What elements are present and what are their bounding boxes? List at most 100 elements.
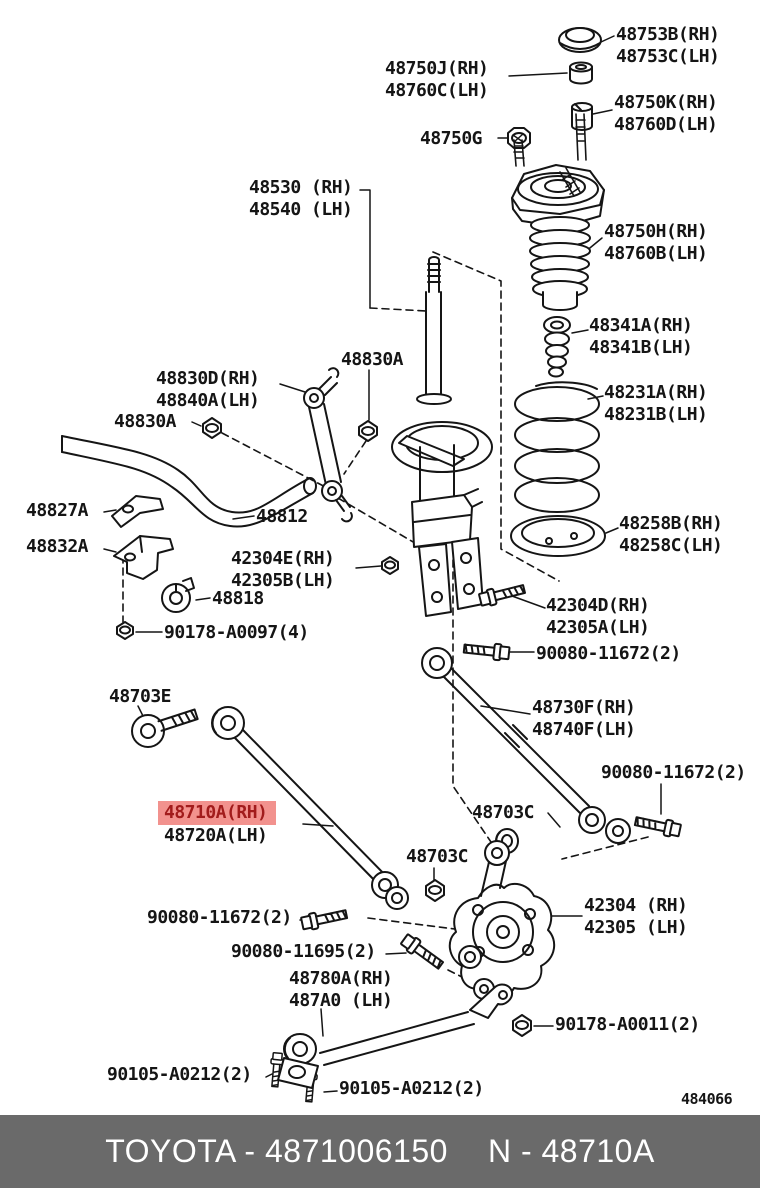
part-label-48530[interactable]: 48530 (RH)48540 (LH) (249, 177, 353, 221)
part-label-line: 42305 (LH) (584, 917, 688, 938)
bolt-11672-right-art (633, 816, 682, 838)
stabilizer-bracket1-art (111, 495, 164, 528)
part-label-line: 48730F(RH) (532, 697, 636, 718)
part-label-90178-A0011[interactable]: 90178-A0011(2) (555, 1014, 700, 1036)
part-label-line: 48540 (LH) (249, 199, 353, 220)
part-label-line: 48832A (26, 536, 89, 557)
part-label-line: 90080-11672(2) (536, 643, 681, 664)
part-label-48231A[interactable]: 48231A(RH)48231B(LH) (604, 382, 708, 426)
part-label-90105-A0212-b[interactable]: 90105-A0212(2) (339, 1078, 484, 1100)
alignment-dashed-lines (122, 251, 649, 981)
part-label-line: 48703E (109, 686, 172, 707)
part-label-line: 48703C (406, 846, 469, 867)
part-label-48830A-mid[interactable]: 48830A (341, 349, 404, 371)
suspension-support-art (511, 113, 605, 228)
part-label-line: 90105-A0212(2) (107, 1064, 252, 1085)
part-label-line: 42304D(RH) (546, 595, 650, 616)
part-label-line: 90080-11695(2) (231, 941, 376, 962)
part-label-48753[interactable]: 48753B(RH)48753C(LH) (616, 24, 720, 68)
part-label-90080-11672-c[interactable]: 90080-11672(2) (147, 907, 292, 929)
part-label-48832A[interactable]: 48832A (26, 536, 89, 558)
part-label-line: 90105-A0212(2) (339, 1078, 484, 1099)
part-label-line: 48750K(RH) (614, 92, 718, 113)
part-label-90080-11695[interactable]: 90080-11695(2) (231, 941, 376, 963)
part-label-line: 42304 (RH) (584, 895, 688, 916)
part-label-48750K[interactable]: 48750K(RH)48760D(LH) (614, 92, 718, 136)
part-label-90178-A0097[interactable]: 90178-A0097(4) (164, 622, 309, 644)
support-nut-art (569, 61, 593, 85)
part-label-line: 48720A(LH) (164, 825, 268, 846)
part-label-42304D[interactable]: 42304D(RH)42305A(LH) (546, 595, 650, 639)
part-label-48750G[interactable]: 48750G (420, 128, 483, 150)
part-label-line: 48753C(LH) (616, 46, 720, 67)
strut-rod-art (277, 983, 514, 1089)
part-label-line: 42305B(LH) (231, 570, 335, 591)
part-label-line: 48753B(RH) (616, 24, 720, 45)
shock-absorber-art (391, 256, 493, 617)
part-label-48703C-a[interactable]: 48703C (472, 802, 535, 824)
part-label-48830D[interactable]: 48830D(RH)48840A(LH) (156, 368, 260, 412)
footer-bar: TOYOTA - 4871006150 N - 48710A (0, 1115, 760, 1188)
part-label-48341A[interactable]: 48341A(RH)48341B(LH) (589, 315, 693, 359)
part-label-line: 90080-11672(2) (601, 762, 746, 783)
part-label-48750H[interactable]: 48750H(RH)48760B(LH) (604, 221, 708, 265)
part-label-line: 48341A(RH) (589, 315, 693, 336)
part-label-line: 48258C(LH) (619, 535, 723, 556)
mount-cap-art (558, 27, 602, 53)
strut-bolt-42304D-art (478, 584, 526, 607)
stabilizer-bracket2-art (113, 535, 174, 580)
footer-catalog-code: TOYOTA - 4871006150 (105, 1133, 448, 1169)
stabilizer-bushing-art (161, 577, 195, 613)
part-label-90080-11672-b[interactable]: 90080-11672(2) (601, 762, 746, 784)
part-label-line: 48818 (212, 588, 264, 609)
part-label-48703C-b[interactable]: 48703C (406, 846, 469, 868)
bolt-11672-upper-art (462, 642, 511, 662)
nut-48703C-art (425, 879, 445, 902)
part-label-90080-11672-a[interactable]: 90080-11672(2) (536, 643, 681, 665)
part-label-line: 48750H(RH) (604, 221, 708, 242)
lateral-rod-lower-art (211, 706, 409, 910)
part-label-line: 48231A(RH) (604, 382, 708, 403)
part-label-line: 48760D(LH) (614, 114, 718, 135)
part-label-line: 48530 (RH) (249, 177, 353, 198)
part-label-line: 48827A (26, 500, 89, 521)
part-label-90105-A0212-a[interactable]: 90105-A0212(2) (107, 1064, 252, 1086)
part-label-line: 90178-A0097(4) (164, 622, 309, 643)
part-label-42304E[interactable]: 42304E(RH)42305B(LH) (231, 548, 335, 592)
part-label-48750J[interactable]: 48750J(RH)48760C(LH) (385, 58, 489, 102)
strut-nut-art (381, 556, 399, 575)
part-label-line: 48341B(LH) (589, 337, 693, 358)
coil-spring-art (514, 381, 600, 513)
part-label-48818[interactable]: 48818 (212, 588, 264, 610)
part-label-48830A-left[interactable]: 48830A (114, 411, 177, 433)
part-label-line: 90178-A0011(2) (555, 1014, 700, 1035)
part-label-line: 48760B(LH) (604, 243, 708, 264)
part-label-line: 42304E(RH) (231, 548, 335, 569)
part-label-line: 48740F(LH) (532, 719, 636, 740)
footer-part-code: N - 48710A (487, 1133, 655, 1169)
part-label-line: 48258B(RH) (619, 513, 723, 534)
lateral-rod-upper-art (421, 647, 631, 844)
part-label-line: 48760C(LH) (385, 80, 489, 101)
part-label-48710A[interactable]: 48710A(RH)48720A(LH) (158, 801, 277, 847)
bracket-nut-art (116, 621, 134, 640)
dust-cover-art (529, 216, 591, 311)
part-label-48812[interactable]: 48812 (256, 506, 308, 528)
part-label-48780A[interactable]: 48780A(RH)487A0 (LH) (289, 968, 393, 1012)
part-label-48703E[interactable]: 48703E (109, 686, 172, 708)
spring-insulator-art (510, 515, 606, 557)
part-label-line: 48703C (472, 802, 535, 823)
washer-bolt-48703E-art (131, 708, 199, 748)
part-label-42304[interactable]: 42304 (RH)42305 (LH) (584, 895, 688, 939)
part-label-line: 48830D(RH) (156, 368, 260, 389)
part-label-line: 48710A(RH) (158, 801, 277, 825)
part-label-48730F[interactable]: 48730F(RH)48740F(LH) (532, 697, 636, 741)
part-label-48827A[interactable]: 48827A (26, 500, 89, 522)
part-label-line: 42305A(LH) (546, 617, 650, 638)
part-label-line: 48780A(RH) (289, 968, 393, 989)
part-label-line: 48750G (420, 128, 483, 149)
part-label-48258B[interactable]: 48258B(RH)48258C(LH) (619, 513, 723, 557)
knuckle-art (448, 840, 556, 1000)
exploded-parts-drawing (61, 27, 682, 1103)
figure-number: 484066 (681, 1090, 733, 1108)
